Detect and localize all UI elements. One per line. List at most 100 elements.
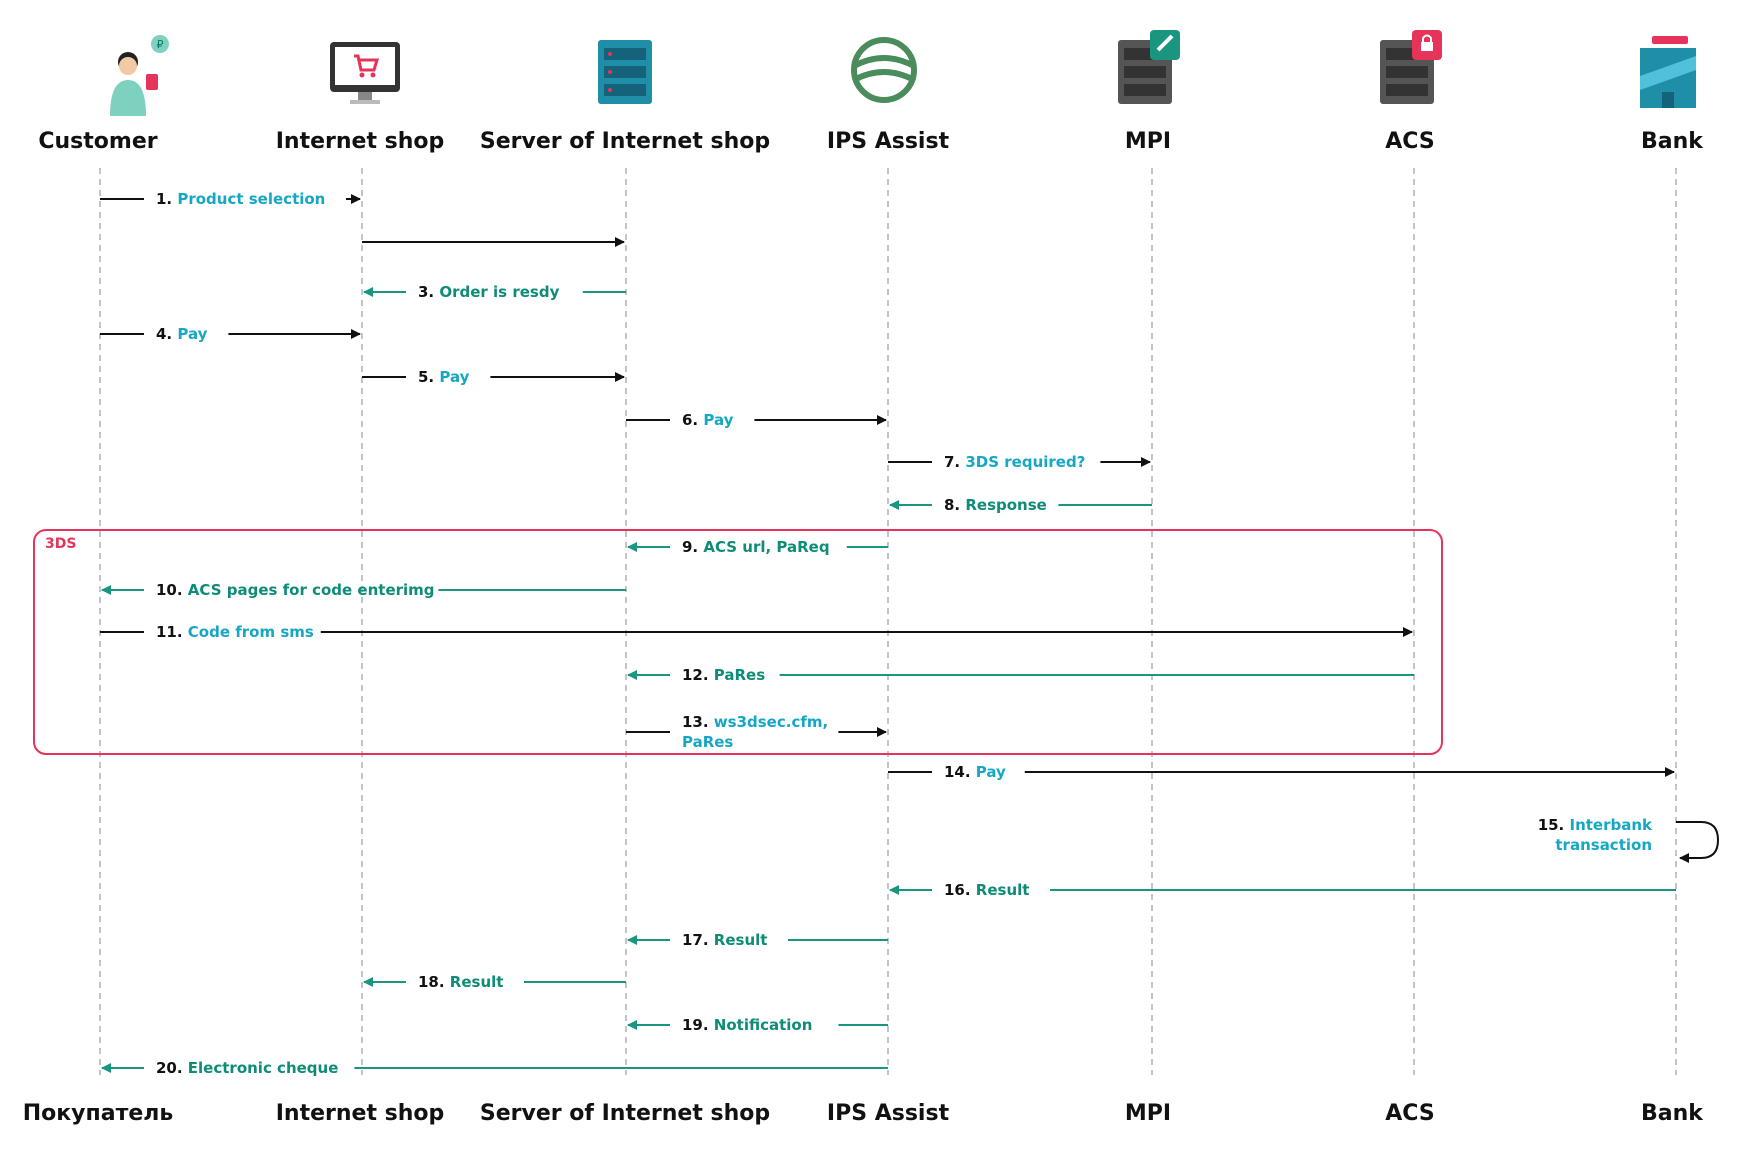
message-11: 11. Code from sms <box>100 623 1413 641</box>
message-label: 1. Product selection <box>156 190 325 208</box>
message-text: Pay <box>177 325 207 343</box>
actor-internet-shop-label-top: Internet shop <box>276 129 445 154</box>
message-number: 7. <box>944 453 965 471</box>
actor-mpi-label-top: MPI <box>1125 129 1171 154</box>
message-number: 9. <box>682 538 703 556</box>
actor-internet-shop-label-bottom: Internet shop <box>276 1101 445 1126</box>
message-15: 15. Interbank transaction <box>1538 816 1720 863</box>
message-8: 8. Response <box>889 496 1152 514</box>
message-number: 13. <box>682 713 714 731</box>
message-label: 4. Pay <box>156 325 208 343</box>
actor-acs-label-bottom: ACS <box>1385 1101 1434 1126</box>
message-label: 8. Response <box>944 496 1047 514</box>
message-text: Result <box>714 931 768 949</box>
message-label: 20. Electronic cheque <box>156 1059 338 1077</box>
message-text-line2: PaRes <box>682 733 733 751</box>
message-text: 3DS required? <box>965 453 1085 471</box>
message-13: 13. ws3dsec.cfm, PaRes <box>626 713 887 751</box>
message-label: 18. Result <box>418 973 503 991</box>
message-text: PaRes <box>714 666 765 684</box>
message-text: Order is resdy <box>439 283 559 301</box>
message-text: Result <box>450 973 504 991</box>
message-text: Pay <box>703 411 733 429</box>
message-1: 1. Product selection <box>100 190 361 208</box>
actor-customer-label-bottom: Покупатель <box>23 1101 174 1126</box>
message-18: 18. Result <box>363 973 626 991</box>
message-19: 19. Notification <box>627 1016 888 1034</box>
message-20: 20. Electronic cheque <box>101 1059 888 1077</box>
server-icon <box>598 40 652 104</box>
message-label: 6. Pay <box>682 411 734 429</box>
message-17: 17. Result <box>627 931 888 949</box>
internet-shop-icon <box>330 42 400 104</box>
message-4: 4. Pay <box>100 325 361 343</box>
group-3ds-label: 3DS <box>45 536 76 552</box>
message-5: 5. Pay <box>362 368 625 386</box>
actor-bank-label-bottom: Bank <box>1641 1101 1704 1126</box>
message-label: 19. Notification <box>682 1016 812 1034</box>
svg-text:₽: ₽ <box>157 38 164 51</box>
message-number: 20. <box>156 1059 188 1077</box>
message-label: 9. ACS url, PaReq <box>682 538 830 556</box>
ips-assist-logo-icon <box>851 37 917 103</box>
message-9: 9. ACS url, PaReq <box>627 538 888 556</box>
message-number: 19. <box>682 1016 714 1034</box>
actor-customer-label-top: Customer <box>38 129 157 154</box>
message-arrow <box>1676 821 1720 863</box>
message-number: 11. <box>156 623 188 641</box>
message-text-line2: transaction <box>1555 836 1652 854</box>
message-text: Interbank <box>1569 816 1653 834</box>
message-text: Pay <box>439 368 469 386</box>
message-7: 7. 3DS required? <box>888 453 1151 471</box>
actor-mpi-label-bottom: MPI <box>1125 1101 1171 1126</box>
message-label: 12. PaRes <box>682 666 765 684</box>
message-14: 14. Pay <box>888 763 1675 781</box>
message-10: 10. ACS pages for code enterimg <box>101 581 626 599</box>
message-label: 7. 3DS required? <box>944 453 1085 471</box>
customer-icon: ₽ <box>110 35 169 116</box>
message-label: 3. Order is resdy <box>418 283 560 301</box>
message-3: 3. Order is resdy <box>363 283 626 301</box>
message-text: ACS url, PaReq <box>703 538 829 556</box>
message-6: 6. Pay <box>626 411 887 429</box>
message-label: 10. ACS pages for code enterimg <box>156 581 435 599</box>
message-text: Pay <box>976 763 1006 781</box>
message-number: 6. <box>682 411 703 429</box>
message-16: 16. Result <box>889 881 1676 899</box>
actor-acs-label-top: ACS <box>1385 129 1434 154</box>
message-label: 15. Interbank <box>1538 816 1653 834</box>
message-number: 12. <box>682 666 714 684</box>
actor-bank-label-top: Bank <box>1641 129 1704 154</box>
message-label: 14. Pay <box>944 763 1006 781</box>
message-label: 16. Result <box>944 881 1029 899</box>
message-number: 5. <box>418 368 439 386</box>
acs-server-lock-icon <box>1380 30 1442 104</box>
message-text: Result <box>976 881 1030 899</box>
message-number: 16. <box>944 881 976 899</box>
message-number: 3. <box>418 283 439 301</box>
message-text: Product selection <box>177 190 325 208</box>
message-12: 12. PaRes <box>627 666 1414 684</box>
message-text: Electronic cheque <box>188 1059 339 1077</box>
mpi-server-icon <box>1118 30 1180 104</box>
bank-building-icon <box>1640 36 1696 108</box>
actor-ips-assist-label-bottom: IPS Assist <box>827 1101 950 1126</box>
message-number: 18. <box>418 973 450 991</box>
message-text: Notification <box>714 1016 813 1034</box>
message-text: Code from sms <box>188 623 314 641</box>
actor-ips-assist-label-top: IPS Assist <box>827 129 950 154</box>
message-label: 5. Pay <box>418 368 470 386</box>
message-number: 14. <box>944 763 976 781</box>
message-number: 10. <box>156 581 188 599</box>
message-text: ws3dsec.cfm, <box>714 713 828 731</box>
message-number: 15. <box>1538 816 1570 834</box>
message-number: 17. <box>682 931 714 949</box>
message-number: 4. <box>156 325 177 343</box>
actor-server-label-top: Server of Internet shop <box>480 129 770 154</box>
message-text: Response <box>965 496 1046 514</box>
message-number: 1. <box>156 190 177 208</box>
actor-server-label-bottom: Server of Internet shop <box>480 1101 770 1126</box>
group-3ds-box <box>33 529 1443 755</box>
message-text: ACS pages for code enterimg <box>188 581 435 599</box>
